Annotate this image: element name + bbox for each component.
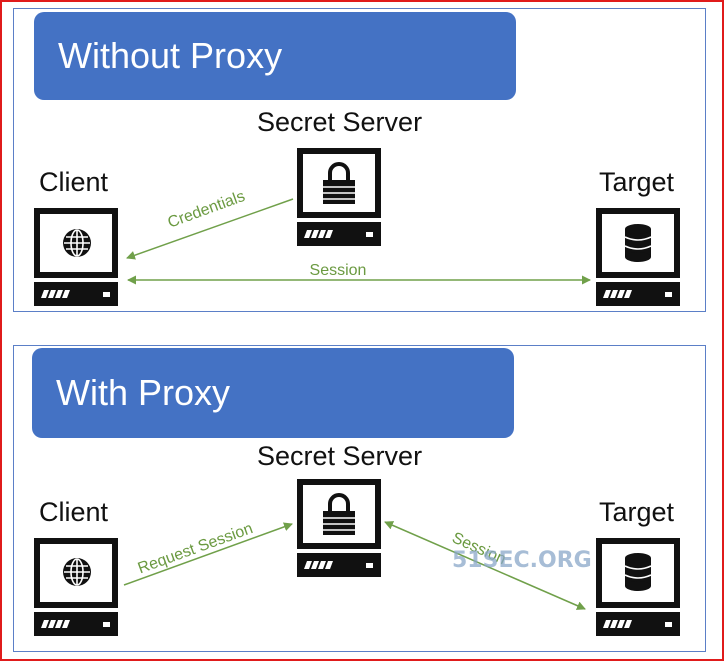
target-computer-top [596, 208, 680, 306]
server-label-bottom: Secret Server [257, 441, 423, 471]
request-session-label: Request Session [136, 520, 255, 577]
server-computer-top [297, 148, 381, 246]
database-icon [624, 552, 652, 592]
globe-icon [62, 228, 92, 258]
watermark: 51SEC.ORG [452, 548, 592, 573]
target-label-bottom: Target [599, 497, 675, 527]
database-icon [624, 223, 652, 263]
client-computer-bottom [34, 538, 118, 636]
credentials-arrow [126, 198, 294, 260]
credentials-label: Credentials [166, 188, 248, 232]
client-label-top: Client [39, 167, 109, 197]
target-computer-bottom [596, 538, 680, 636]
banner-without-proxy: Without Proxy [34, 12, 516, 100]
request-session-arrow [123, 522, 293, 586]
target-label-top: Target [599, 167, 675, 197]
banner-with-proxy: With Proxy [32, 348, 514, 438]
client-label-bottom: Client [39, 497, 109, 527]
globe-icon [62, 557, 92, 587]
client-computer-top [34, 208, 118, 306]
server-label-top: Secret Server [257, 107, 423, 137]
server-computer-bottom [297, 479, 381, 577]
session-label-top: Session [310, 262, 367, 279]
session-arrow-bottom [384, 521, 586, 610]
